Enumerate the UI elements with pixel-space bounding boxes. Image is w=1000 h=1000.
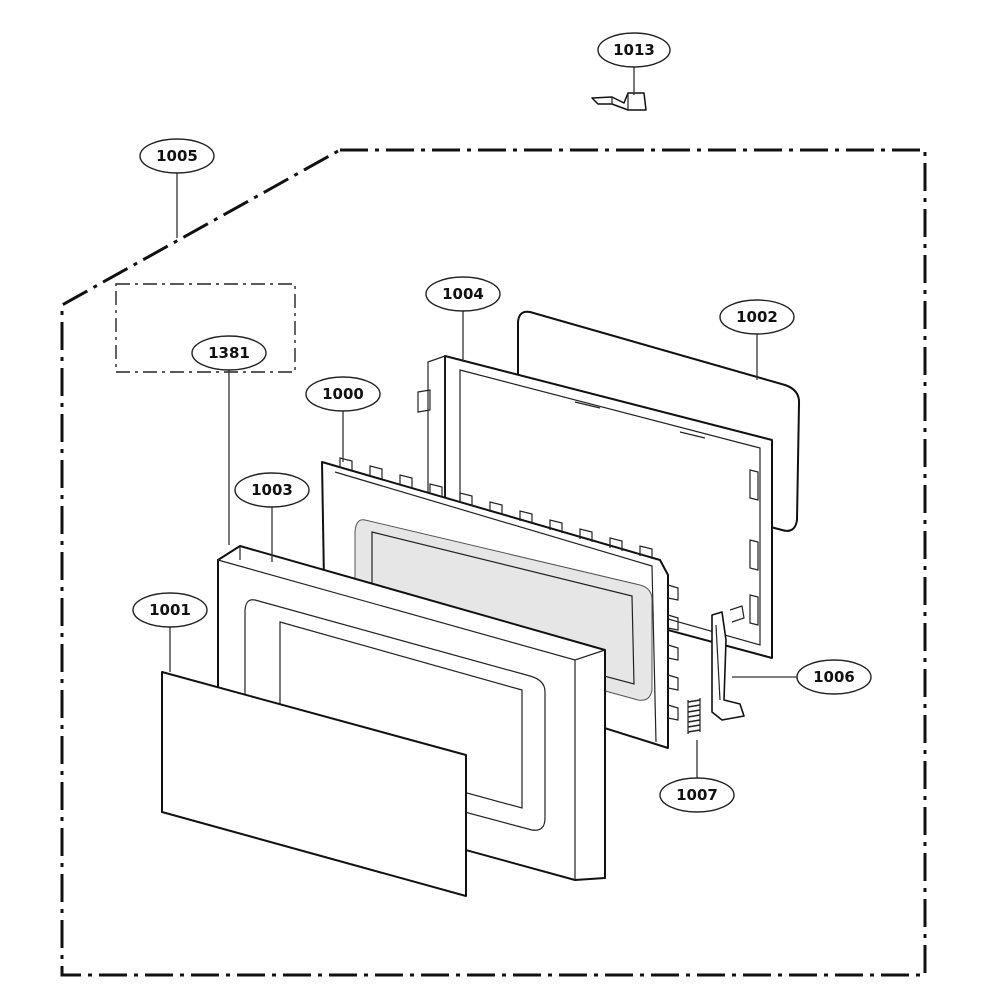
callout-1005: 1005 (139, 138, 215, 174)
callout-label-1005: 1005 (156, 147, 198, 165)
part-1006-latch-hook (711, 605, 745, 721)
callout-label-1007: 1007 (676, 786, 718, 804)
callout-1004: 1004 (425, 276, 501, 312)
callout-1013: 1013 (597, 32, 671, 68)
callout-1001: 1001 (132, 592, 208, 628)
callout-1381: 1381 (191, 335, 267, 371)
assembly-boundary-1005 (60, 148, 927, 977)
callout-1003: 1003 (234, 472, 310, 508)
callout-1006: 1006 (796, 659, 872, 695)
callout-label-1001: 1001 (149, 601, 191, 619)
callout-label-1000: 1000 (322, 385, 364, 403)
callout-label-1006: 1006 (813, 668, 855, 686)
callout-1000: 1000 (305, 376, 381, 412)
callout-label-1013: 1013 (613, 41, 655, 59)
reference-box (115, 283, 296, 373)
part-1007-spring (687, 698, 701, 734)
callout-1007: 1007 (659, 777, 735, 813)
callout-label-1002: 1002 (736, 308, 778, 326)
leader-lines (169, 67, 797, 778)
callout-label-1003: 1003 (251, 481, 293, 499)
part-1013-bracket (591, 92, 647, 111)
callout-label-1004: 1004 (442, 285, 484, 303)
callout-1002: 1002 (719, 299, 795, 335)
part-1001-front-panel (161, 671, 467, 897)
callout-label-1381: 1381 (208, 344, 250, 362)
